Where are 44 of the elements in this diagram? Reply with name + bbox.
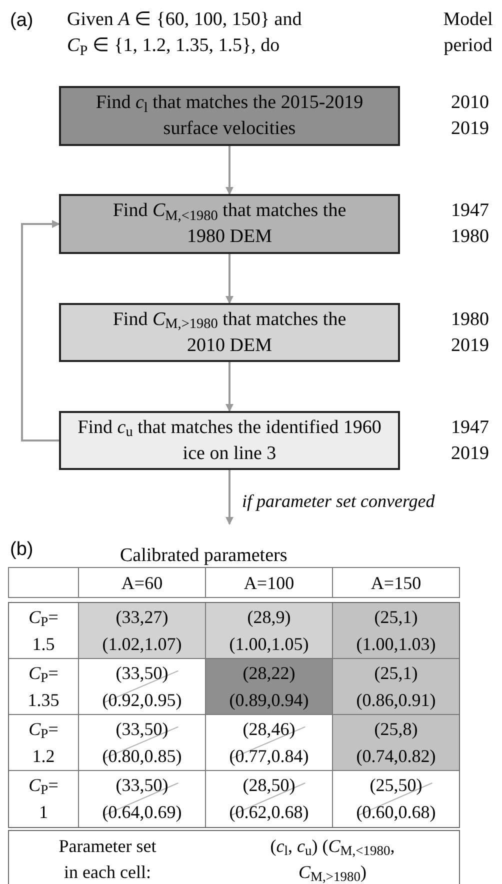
legend-text: (c$_{l}$, c$_{u}$) (C$_{M,<1980}$, C$_{M,>1980}$): [269, 835, 396, 884]
arrow: [21, 220, 60, 442]
year-label: 2019: [451, 334, 489, 358]
table-cell: (25,1) (1.00,1.03): [333, 603, 459, 659]
arrow: [226, 470, 234, 525]
process-box: [59, 303, 400, 362]
row-header: C$_{P}$= 1.2: [28, 718, 60, 768]
table-cell: (25,1) (0.86,0.91): [333, 659, 459, 715]
arrow: [226, 254, 234, 304]
step-text: Find c$_{l}$ that matches the 2015-2019 surface velocities: [94, 91, 364, 141]
row-header: C$_{P}$= 1.35: [26, 662, 60, 712]
row-header: C$_{P}$= 1.5: [28, 606, 60, 656]
year-label: 1947: [451, 199, 489, 223]
year-label: 1947: [451, 416, 489, 440]
step-text: Find C$_{M,<1980}$ that matches the 1980 DEM: [112, 199, 348, 249]
year-label: 2019: [451, 442, 489, 466]
process-box: [59, 86, 400, 146]
year-label: 1980: [451, 225, 489, 249]
step-text: Find C$_{M,>1980}$ that matches the 2010 DEM: [112, 308, 348, 358]
process-box: [59, 411, 400, 470]
year-label: 2010: [451, 91, 489, 115]
table-title: Calibrated parameters: [120, 544, 288, 568]
table-cell: (33,27) (1.02,1.07): [79, 603, 206, 659]
table-cell: (33,50) (0.92,0.95): [79, 659, 206, 715]
column-header: Model period: [442, 8, 494, 58]
year-label: 1980: [451, 308, 489, 332]
process-box: [59, 194, 400, 254]
column-header: A=100: [244, 572, 294, 594]
arrow: [226, 146, 234, 195]
panel-label: (b): [10, 538, 34, 562]
table-cell: (28,22) (0.89,0.94): [206, 659, 333, 715]
panel-label: (a): [10, 9, 34, 33]
table-cell: (33,50) (0.80,0.85): [79, 715, 206, 771]
table-cell: (28,46) (0.77,0.84): [206, 715, 333, 771]
table-cell: (25,8) (0.74,0.82): [333, 715, 459, 771]
step-text: Find c$_{u}$ that matches the identified 1960 ice on line 3: [76, 416, 382, 466]
year-label: 2019: [451, 117, 489, 141]
legend-text: Parameter set in each cell:: [58, 835, 158, 884]
header-text: Given A ∈ {60, 100, 150} and C$_{P}$ ∈ {1, 1.2, 1.35, 1.5}, do: [67, 8, 303, 59]
column-header: A=150: [370, 572, 422, 594]
row-header: C$_{P}$= 1: [28, 774, 60, 824]
column-header: A=60: [121, 572, 163, 594]
table-cell: (28,9) (1.00,1.05): [206, 603, 333, 659]
arrow: [226, 362, 234, 412]
